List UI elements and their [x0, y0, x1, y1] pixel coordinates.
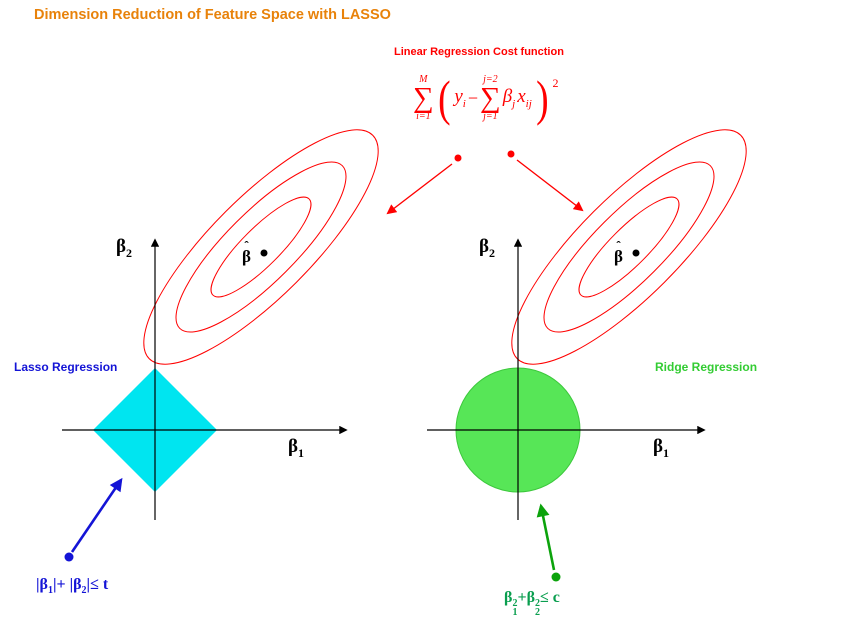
x-variable: xij	[517, 86, 532, 110]
contour-middle	[543, 161, 715, 333]
inner-sum: j=2 ∑ j=1	[480, 74, 501, 122]
lasso-cost-contours	[143, 129, 379, 365]
contour-inner	[210, 196, 312, 298]
ridge-beta-hat-label: ˆ β	[614, 238, 623, 266]
inner-sum-lower-limit: j=1	[483, 111, 498, 122]
minus-operator: −	[467, 87, 478, 108]
cost-arrow-to-lasso-icon	[386, 163, 453, 215]
ridge-annotation-arrow-icon	[536, 503, 556, 571]
close-paren: )	[535, 70, 549, 126]
open-paren: (	[437, 70, 451, 126]
beta-variable: βj	[502, 86, 516, 110]
contour-outer	[143, 129, 379, 365]
cost-pointer-dot-right	[507, 150, 515, 158]
contour-outer	[511, 129, 747, 365]
lasso-region-label: Lasso Regression	[14, 360, 118, 374]
lasso-x-axis-label: β1	[288, 436, 305, 460]
lasso-constraint-formula: |β1|+ |β2|≤ t	[36, 576, 109, 597]
ridge-y-axis-label: β2	[479, 236, 496, 260]
ridge-annotation-dot	[551, 572, 561, 582]
page-title: Dimension Reduction of Feature Space wit…	[34, 7, 391, 23]
beta-symbol: β	[242, 247, 251, 266]
outer-sum-lower-limit: i=1	[416, 111, 431, 122]
squared-exponent: 2	[552, 76, 559, 90]
beta-symbol: β	[614, 247, 623, 266]
ridge-region-label: Ridge Regression	[655, 360, 758, 374]
lasso-annotation-dot	[64, 552, 74, 562]
lasso-y-axis-label: β2	[116, 236, 133, 260]
outer-sum-upper-limit: M	[419, 74, 428, 85]
outer-sum: M ∑ i=1	[413, 74, 434, 122]
hat-accent: ˆ	[616, 238, 621, 253]
sigma-symbol: ∑	[413, 82, 434, 114]
inner-sum-upper-limit: j=2	[483, 74, 498, 85]
cost-function-caption: Linear Regression Cost function	[394, 46, 564, 58]
cost-function-formula: M ∑ i=1 ( yi − j=2 ∑ j=1 βj xij ) 2	[413, 70, 559, 126]
ridge-optimum-dot	[632, 249, 640, 257]
ridge-x-axis-label: β1	[653, 436, 670, 460]
hat-accent: ˆ	[244, 238, 249, 253]
ridge-cost-contours	[511, 129, 747, 365]
contour-middle	[175, 161, 347, 333]
sigma-symbol: ∑	[480, 82, 501, 114]
y-variable: yi	[454, 86, 466, 110]
lasso-beta-hat-label: ˆ β	[242, 238, 251, 266]
lasso-optimum-dot	[260, 249, 268, 257]
contour-inner	[578, 196, 680, 298]
lasso-annotation-arrow-icon	[70, 477, 123, 553]
cost-arrow-to-ridge-icon	[516, 159, 584, 212]
cost-pointer-dot-left	[454, 154, 462, 162]
